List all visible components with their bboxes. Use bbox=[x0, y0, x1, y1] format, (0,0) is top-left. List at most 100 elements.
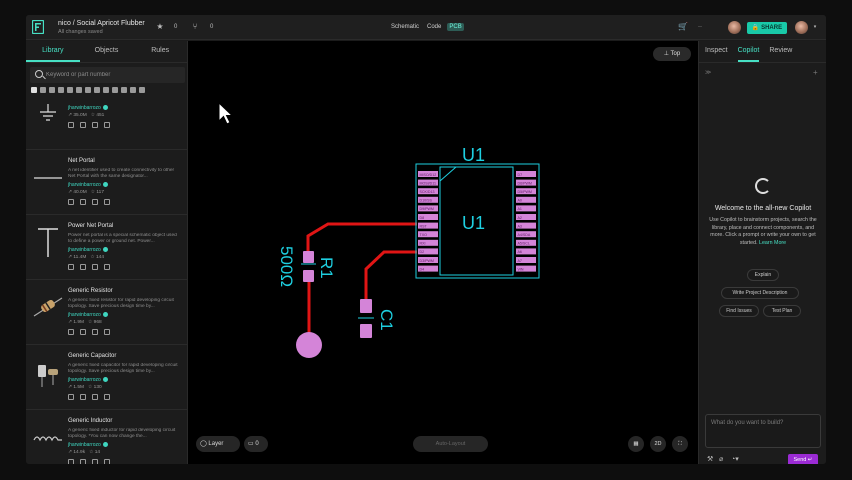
tab-inspect[interactable]: Inspect bbox=[705, 47, 728, 54]
tab-objects[interactable]: Objects bbox=[94, 47, 119, 54]
share-button[interactable]: 🔒 SHARE bbox=[747, 22, 787, 34]
tab-copilot[interactable]: Copilot bbox=[737, 41, 760, 62]
u1-pad-left-6[interactable] bbox=[418, 214, 438, 220]
tab-library[interactable]: Library bbox=[26, 41, 80, 62]
u1-pad-right-12[interactable] bbox=[516, 265, 536, 272]
u1-pad-right-6[interactable] bbox=[516, 214, 536, 220]
chip-test-plan[interactable]: Test Plan bbox=[763, 305, 801, 317]
model-icon[interactable]: ◔▾ bbox=[731, 456, 739, 463]
view-icon[interactable] bbox=[68, 394, 74, 400]
u1-pad-right-11[interactable] bbox=[516, 257, 536, 263]
collaborator-avatar[interactable] bbox=[728, 21, 741, 34]
chip-find-issues[interactable]: Find Issues bbox=[719, 305, 759, 317]
filter-module-icon[interactable] bbox=[103, 87, 109, 93]
u1-pad-right-2[interactable] bbox=[516, 179, 536, 186]
code-icon[interactable] bbox=[92, 459, 98, 464]
u1-pad-left-3[interactable] bbox=[418, 188, 438, 195]
auto-layout-button[interactable]: Auto-Layout bbox=[413, 436, 488, 452]
datasheet-icon[interactable] bbox=[80, 122, 86, 128]
fork-icon[interactable] bbox=[104, 329, 110, 335]
view-top-button[interactable]: ⊥ Top bbox=[653, 47, 691, 61]
datasheet-icon[interactable] bbox=[80, 199, 86, 205]
code-icon[interactable] bbox=[92, 264, 98, 270]
project-title[interactable]: nico / Social Apricot Flubber bbox=[58, 20, 145, 27]
u1-pad-left-4[interactable] bbox=[418, 196, 438, 203]
test-pad[interactable] bbox=[296, 332, 322, 358]
tab-review[interactable]: Review bbox=[769, 47, 793, 54]
list-item[interactable]: Net Portal A net identifier used to crea… bbox=[26, 149, 187, 214]
fork-icon[interactable] bbox=[104, 264, 110, 270]
r1-pad-1[interactable] bbox=[303, 251, 314, 263]
grid-icon[interactable]: ▦ bbox=[628, 436, 644, 452]
u1-pad-right-7[interactable] bbox=[516, 222, 536, 229]
fork-icon[interactable] bbox=[104, 122, 110, 128]
u1-pad-right-10[interactable] bbox=[516, 248, 536, 255]
search-input[interactable] bbox=[46, 69, 176, 81]
list-item[interactable]: Power Net Portal Power net portal is a s… bbox=[26, 214, 187, 279]
tab-code[interactable]: Code bbox=[427, 24, 442, 30]
fork-icon[interactable] bbox=[104, 394, 110, 400]
view-icon[interactable] bbox=[68, 122, 74, 128]
layer-button[interactable]: ◯ Layer bbox=[196, 436, 240, 452]
component-author[interactable]: jharwinbarrozo bbox=[68, 442, 108, 448]
filter-globe-icon[interactable] bbox=[76, 87, 82, 93]
u1-outline[interactable] bbox=[415, 163, 540, 279]
fullscreen-icon[interactable]: ⛶ bbox=[672, 436, 688, 452]
filter-grid2-icon[interactable] bbox=[130, 87, 136, 93]
component-author[interactable]: jharwinbarrozo bbox=[68, 312, 108, 318]
u1-pad-left-7[interactable] bbox=[418, 222, 438, 229]
u1-left-pads[interactable]: MISO/D12MOSI/D11SCK/D13D10/SSD9/PWMD8RST… bbox=[418, 171, 438, 272]
component-author[interactable]: jharwinbarrozo bbox=[68, 182, 108, 188]
list-item[interactable]: Generic Resistor A generic fixed resisto… bbox=[26, 279, 187, 344]
u1-pad-left-11[interactable] bbox=[418, 257, 438, 263]
datasheet-icon[interactable] bbox=[80, 264, 86, 270]
fork-icon[interactable]: ⑂ bbox=[192, 22, 198, 31]
cart-icon[interactable]: 🛒 bbox=[678, 22, 688, 31]
attach-icon[interactable]: ⌀ bbox=[719, 456, 724, 463]
filter-sensor-icon[interactable] bbox=[112, 87, 118, 93]
flux-logo-icon[interactable] bbox=[32, 20, 44, 34]
filter-more-icon[interactable] bbox=[139, 87, 145, 93]
list-item[interactable]: Generic Capacitor A generic fixed capaci… bbox=[26, 344, 187, 409]
datasheet-icon[interactable] bbox=[80, 459, 86, 464]
u1-pad-left-8[interactable] bbox=[418, 231, 438, 238]
tab-schematic[interactable]: Schematic bbox=[391, 24, 420, 30]
u1-pad-right-8[interactable] bbox=[516, 231, 536, 238]
u1-pad-right-5[interactable] bbox=[516, 205, 536, 212]
u1-pad-right-3[interactable] bbox=[516, 188, 536, 195]
filter-link-icon[interactable] bbox=[94, 87, 100, 93]
learn-more-link[interactable]: Learn More bbox=[759, 239, 787, 246]
u1-pad-left-5[interactable] bbox=[418, 205, 438, 212]
list-item[interactable]: jharwinbarrozo ↗ 35.0M ☆ 451 bbox=[26, 99, 187, 149]
comments-button[interactable]: ▭ 0 bbox=[244, 436, 268, 452]
datasheet-icon[interactable] bbox=[80, 394, 86, 400]
add-chat-icon[interactable]: + bbox=[813, 68, 818, 77]
tools-icon[interactable]: ⚒ bbox=[707, 456, 714, 463]
u1-right-pads[interactable]: D7D6/PWMD5/PWMA0A1A2A3A4/SDAA5/SCLA6A7VI… bbox=[516, 171, 536, 272]
trace-c1-u1[interactable] bbox=[364, 250, 417, 303]
u1-body[interactable] bbox=[439, 166, 514, 276]
code-icon[interactable] bbox=[92, 199, 98, 205]
u1-pad-right-1[interactable] bbox=[516, 171, 536, 177]
filter-person-icon[interactable] bbox=[40, 87, 46, 93]
filter-star-icon[interactable] bbox=[31, 87, 37, 93]
chevron-down-icon[interactable]: ▾ bbox=[813, 24, 817, 30]
u1-pad-left-2[interactable] bbox=[418, 179, 438, 186]
filter-chip-icon[interactable] bbox=[67, 87, 73, 93]
r1-pad-2[interactable] bbox=[303, 270, 314, 282]
list-item[interactable]: Generic Inductor A generic fixed inducto… bbox=[26, 409, 187, 464]
c1-pad-1[interactable] bbox=[360, 299, 372, 313]
fork-icon[interactable] bbox=[104, 199, 110, 205]
u1-pad-left-1[interactable] bbox=[418, 171, 438, 177]
fork-icon[interactable] bbox=[104, 459, 110, 464]
component-author[interactable]: jharwinbarrozo bbox=[68, 377, 108, 383]
chip-write-description[interactable]: Write Project Description bbox=[721, 287, 799, 299]
component-author[interactable]: jharwinbarrozo bbox=[68, 247, 108, 253]
user-avatar[interactable] bbox=[795, 21, 808, 34]
trace-r1-u1[interactable] bbox=[306, 222, 417, 257]
view-icon[interactable] bbox=[68, 329, 74, 335]
chip-explain[interactable]: Explain bbox=[747, 269, 779, 281]
u1-pad-left-9[interactable] bbox=[418, 239, 438, 246]
view-2d-button[interactable]: 2D bbox=[650, 436, 666, 452]
code-icon[interactable] bbox=[92, 122, 98, 128]
